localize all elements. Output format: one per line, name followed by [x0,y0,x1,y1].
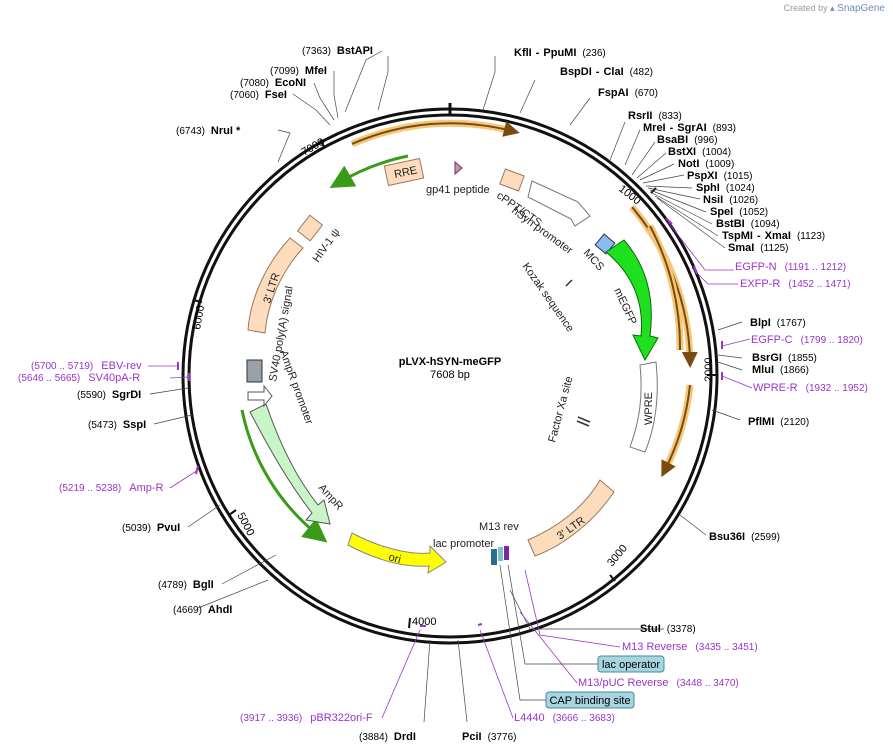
lac-operator-box [597,655,665,673]
tick-2000: 2000 [703,358,715,382]
site-fspai-label: FspAI(670) [598,87,658,99]
site-stui-label: StuI(3378) [640,623,696,635]
site-kfli-label: KflI-PpuMI(236) [514,47,606,59]
site-sgrdi-label: (5590)SgrDI [77,389,141,401]
ori-feature [347,532,447,574]
primer-egfp-n-label: EGFP-N(1191 .. 1212) [735,261,846,273]
primer-exfp-r-label: EXFP-R(1452 .. 1471) [740,278,851,290]
tick-4000: 4000 [412,616,436,628]
site-bsrgi-label: BsrGI(1855) [752,352,817,364]
lac-operator-label: lac operator [602,659,660,671]
site-sspi-label: (5473)SspI [88,419,146,431]
site-nrui-label: (6743)NruI * [176,125,241,137]
site-tspmi-label: TspMI-XmaI(1123) [722,230,825,242]
ampr-feature [249,403,331,525]
site-spei-label: SpeI(1052) [710,206,768,218]
kozak-mark [565,279,573,287]
cap-binding-box [545,691,635,709]
tick-5000: 5000 [234,511,256,538]
site-lines [149,50,743,723]
ticks [192,139,716,629]
primer-egfp-c-label: EGFP-C(1799 .. 1820) [751,334,863,346]
green-arrows [240,154,409,543]
primer-ticks [177,217,723,627]
lac-block-3 [504,546,509,560]
wpre-label: WPRE [643,392,655,425]
megfp-feature [605,239,659,362]
site-noti-label: NotI(1009) [678,158,734,170]
site-econi-label: (7080)EcoNI [240,77,306,89]
site-bstxi-label: BstXI(1004) [668,146,731,158]
site-bspdi-label: BspDI-ClaI(482) [560,66,653,78]
gp41-label: gp41 peptide [426,184,490,196]
site-fsei-label: (7060)FseI [230,89,287,101]
site-srei-label: MreI-SgrAI(893) [643,122,736,134]
primer-lines [148,221,753,719]
site-pcii-label: PciI(3776) [462,731,516,743]
plasmid-name: pLVX-hSYN-meGFP [399,356,501,368]
hsyn-promoter-feature [527,180,591,227]
plasmid-size: 7608 bp [430,369,470,381]
site-mfei-label: (7099)MfeI [270,65,327,77]
orange-arrows [350,119,698,478]
primer-sv40pa-r-label: (5646 .. 5665)SV40pA-R [18,372,140,384]
primer-m13-puc-label: M13/pUC Reverse(3448 .. 3470) [578,677,739,689]
rre-label: RRE [393,164,418,181]
hiv-feature [296,214,324,242]
lac-block-2 [498,547,503,561]
site-pspxi-label: PspXI(1015) [687,170,752,182]
rre-feature [383,157,425,187]
amprprom-label: AmpR promoter [277,349,315,426]
primer-amp-r-label: (5219 .. 5238)Amp-R [59,482,164,494]
tick-6000: 6000 [191,304,207,330]
site-drdi-label: (3884)DrdI [359,731,416,743]
lacprom-label: lac promoter [433,538,494,550]
primer-m13-reverse-label: M13 Reverse(3435 .. 3451) [622,641,758,653]
site-rsrii-label: RsrII(833) [628,110,682,122]
primer-ebv-rev-label: (5700 .. 5719)EBV-rev [31,360,142,372]
kozak-label: Kozak sequence [520,261,576,335]
cap-binding-label: CAP binding site [549,695,630,707]
primer-l4440-label: L4440(3666 .. 3683) [514,712,615,724]
site-smai-label: SmaI(1125) [728,242,788,254]
tick-3000: 3000 [605,542,630,568]
site-bgli-label: (4789)BglI [158,579,214,591]
features [246,157,659,574]
ampr-promoter-feature [247,384,273,408]
site-nsii-label: NsiI(1026) [703,194,758,206]
site-bsu36i-label: Bsu36I(2599) [709,531,780,543]
primer-pbr322ori-label: (3917 .. 3936)pBR322ori-F [240,712,373,724]
site-mlui-label: MluI(1866) [752,364,809,376]
snapgene-credit: Created by ▴ SnapGene [784,3,885,14]
ori-label: ori [387,551,402,566]
site-bsabi-label: BsaBI(996) [657,134,718,146]
wpre-feature [629,361,658,453]
factorxa-label: Factor Xa site [546,375,575,444]
cppt-feature [499,168,525,192]
site-sphi-label: SphI(1024) [696,182,755,194]
site-pflmi-label: PflMI(2120) [748,416,809,428]
lac-block-1 [491,549,497,565]
sv40-feature [246,359,263,383]
megfp-label: mEGFP [611,286,638,327]
site-ahdi-label: (4669)AhdI [173,604,232,616]
ltr3-feature [527,479,615,557]
m13rev-label: M13 rev [479,521,519,533]
snapgene-brand: SnapGene [837,3,885,14]
site-pvui-label: (5039)PvuI [122,522,180,534]
ltr3b-feature [247,237,304,334]
site-blpi-label: BlpI(1767) [750,317,806,329]
primer-wpre-r-label: WPRE-R(1932 .. 1952) [753,382,868,394]
created-by-text: Created by [783,3,828,13]
gp41-feature [454,160,463,176]
site-bstbi-label: BstBI(1094) [716,218,780,230]
factorxa-mark [577,416,591,423]
snapgene-logo-icon: ▴ [830,3,835,13]
site-bstapi-label: (7363)BstAPI [302,45,373,57]
